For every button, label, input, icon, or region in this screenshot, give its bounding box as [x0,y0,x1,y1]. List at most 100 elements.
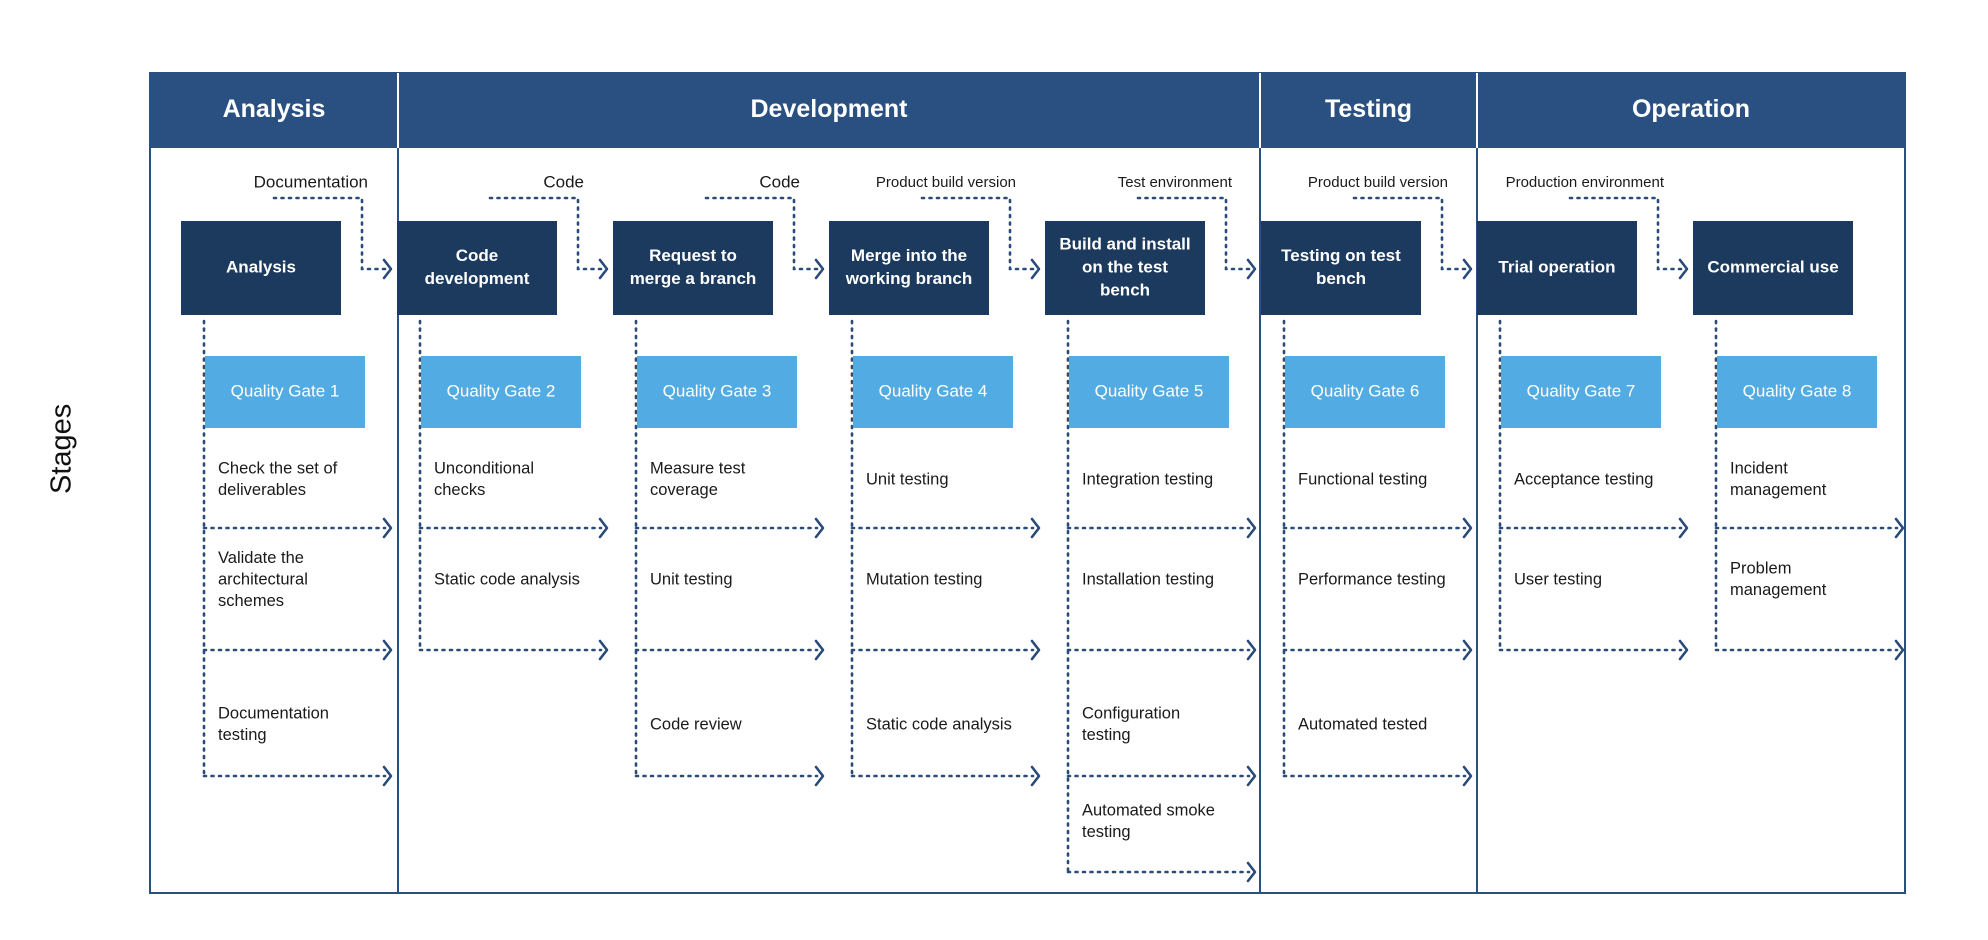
check-arrow-icon [1246,517,1257,539]
check-item: Integration testing [1082,470,1213,488]
check-arrow-icon [1462,639,1473,661]
quality-gate [205,356,365,428]
check-item: checks [434,481,485,499]
check-arrow-icon [1246,639,1257,661]
stage-header [398,73,1260,148]
artifact-label: Code [759,172,800,191]
check-item: Unit testing [650,570,733,588]
artifact-connector [1568,196,1685,271]
stage-header-label: Analysis [223,95,326,123]
handoff-arrow-icon [598,258,609,280]
check-item: management [1730,481,1827,499]
step-box [829,221,989,315]
quality-gate [1285,356,1445,428]
step-box [181,221,341,315]
step-title: Analysis [226,257,296,276]
check-item: Problem [1730,560,1791,578]
diagram-frame [149,72,1906,894]
handoff-arrow-icon [1246,258,1257,280]
check-arrow-icon [598,517,609,539]
quality-gate-label: Quality Gate 5 [1095,381,1204,400]
handoff-arrow-icon [1030,258,1041,280]
step-box [1045,221,1205,315]
quality-gate [1069,356,1229,428]
artifact-label: Product build version [1308,174,1448,191]
handoff-arrow-icon [814,258,825,280]
check-arrow-icon [382,765,393,787]
stage-header [150,73,398,148]
artifact-label: Production environment [1506,174,1665,191]
quality-gate-label: Quality Gate 4 [879,381,988,400]
check-arrow-icon [1030,517,1041,539]
check-arrow-icon [1030,765,1041,787]
check-arrow-icon [1894,517,1905,539]
handoff-arrow-icon [1462,258,1473,280]
check-item: Functional testing [1298,470,1427,488]
quality-gate [1501,356,1661,428]
check-item: testing [1082,823,1131,841]
check-arrow-icon [1246,861,1257,883]
check-item: Static code analysis [866,715,1012,733]
check-arrow-icon [382,639,393,661]
check-item: Acceptance testing [1514,470,1653,488]
check-arrow-icon [814,639,825,661]
check-arrow-icon [1246,765,1257,787]
step-title: Merge into the [851,246,967,265]
step-title: Commercial use [1707,257,1838,276]
step-title: bench [1316,269,1366,288]
step-title: Testing on test [1281,246,1401,265]
step-box [397,221,557,315]
check-arrow-icon [1894,639,1905,661]
check-arrow-icon [1678,517,1689,539]
check-arrow-icon [1678,639,1689,661]
artifact-label: Test environment [1118,174,1233,191]
check-item: Automated smoke [1082,802,1215,820]
artifact-connector [1352,196,1469,271]
check-item: Mutation testing [866,570,982,588]
stage-header-label: Development [751,95,909,123]
check-item: Static code analysis [434,570,580,588]
check-arrow-icon [1030,639,1041,661]
step-title: development [425,269,530,288]
step-title: merge a branch [630,269,757,288]
handoff-arrow-icon [382,258,393,280]
artifact-label: Code [543,172,584,191]
check-arrow-icon [382,517,393,539]
check-item: Measure test [650,460,746,478]
check-item: testing [1082,726,1131,744]
stage-header-label: Testing [1325,95,1412,123]
artifact-label: Product build version [876,174,1016,191]
step-box [1477,221,1637,315]
check-item: Incident [1730,460,1788,478]
artifact-connector [272,196,389,271]
stage-header-label: Operation [1632,95,1750,123]
quality-gate [637,356,797,428]
quality-gate-label: Quality Gate 3 [663,381,772,400]
check-arrow-icon [814,517,825,539]
check-item: Unconditional [434,460,534,478]
artifact-label: Documentation [254,172,368,191]
check-arrow-icon [1462,517,1473,539]
step-title: Request to [649,246,737,265]
quality-gate [421,356,581,428]
check-item: deliverables [218,481,306,499]
step-title: working branch [845,269,973,288]
check-item: Automated tested [1298,715,1427,733]
check-item: architectural [218,570,308,588]
check-item: Unit testing [866,470,949,488]
check-arrow-icon [814,765,825,787]
step-title: Trial operation [1498,257,1615,276]
step-title: on the test [1082,257,1168,276]
step-title: Code [456,246,499,265]
check-arrow-icon [1462,765,1473,787]
check-item: Performance testing [1298,570,1446,588]
check-item: Installation testing [1082,570,1214,588]
artifact-connector [488,196,605,271]
step-title: Build and install [1059,234,1190,253]
quality-gate-label: Quality Gate 2 [447,381,556,400]
stage-header [1477,73,1905,148]
quality-gate-label: Quality Gate 6 [1311,381,1420,400]
handoff-arrow-icon [1678,258,1689,280]
quality-gate-label: Quality Gate 1 [231,381,340,400]
